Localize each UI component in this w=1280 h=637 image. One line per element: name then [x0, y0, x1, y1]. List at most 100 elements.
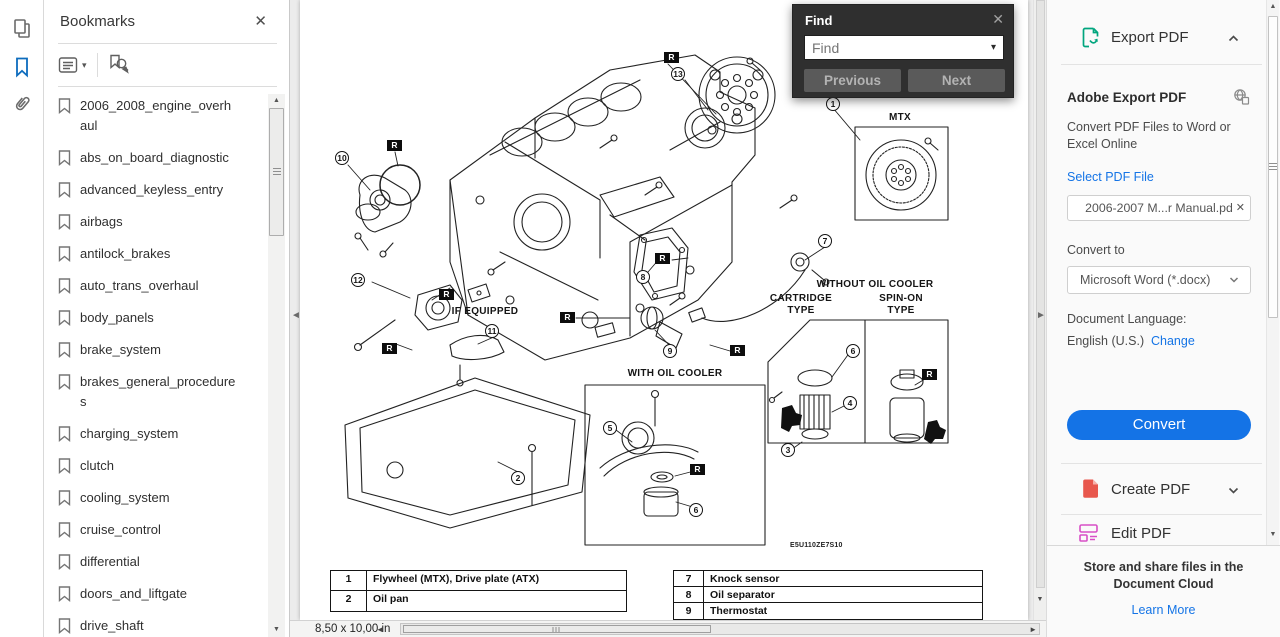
bookmark-item[interactable]: cruise_control [58, 520, 264, 540]
bookmark-list: 2006_2008_engine_overhaul abs_on_board_d… [58, 96, 264, 637]
bookmark-label: advanced_keyless_entry [80, 182, 224, 197]
bookmarks-scroll-down-arrow[interactable]: ▼ [273, 626, 280, 633]
tools-scrollbar-thumb[interactable] [1268, 16, 1278, 318]
select-pdf-file-link[interactable]: Select PDF File [1067, 170, 1154, 184]
bookmarks-panel-title: Bookmarks [60, 13, 136, 30]
collapse-chevron-icon[interactable] [1227, 32, 1241, 46]
online-service-icon [1233, 88, 1250, 105]
bookmark-icon [58, 180, 72, 200]
pdf-page [300, 0, 1028, 620]
r-marker: R [922, 369, 937, 380]
format-dropdown[interactable]: Microsoft Word (*.docx) [1067, 266, 1251, 294]
selected-file-chip[interactable]: 2006-2007 M...r Manual.pd ✕ [1067, 195, 1251, 221]
bookmarks-panel-icon[interactable] [11, 56, 33, 78]
bookmark-item[interactable]: doors_and_liftgate [58, 584, 264, 604]
find-dialog: Find ✕ ▾ Previous Next [792, 4, 1014, 98]
bookmark-icon [58, 372, 72, 412]
divider [58, 43, 277, 44]
scroll-right-arrow[interactable]: ► [1029, 625, 1037, 634]
edit-pdf-tool[interactable]: Edit PDF [1111, 525, 1172, 542]
bookmarks-scrollbar-thumb[interactable] [269, 108, 284, 236]
find-current-bookmark-button[interactable] [108, 54, 130, 76]
bookmarks-panel: Bookmarks ✕ ▾ [44, 0, 290, 637]
bookmark-icon [58, 276, 72, 296]
bookmark-item[interactable]: body_panels [58, 308, 264, 328]
bookmarks-toolbar: ▾ [58, 49, 130, 81]
page-thumbnails-icon[interactable] [11, 18, 33, 40]
bookmark-icon [58, 244, 72, 264]
bookmark-item[interactable]: airbags [58, 212, 264, 232]
parts-table-row: 1 Flywheel (MTX), Drive plate (ATX) [331, 571, 626, 591]
part-callout: 3 [781, 443, 795, 457]
bookmark-icon [58, 488, 72, 508]
bookmark-item[interactable]: clutch [58, 456, 264, 476]
edit-pdf-icon [1078, 522, 1100, 543]
export-pdf-tool[interactable]: Export PDF [1111, 29, 1189, 46]
part-name-cell: Flywheel (MTX), Drive plate (ATX) [373, 573, 540, 585]
bookmark-item[interactable]: charging_system [58, 424, 264, 444]
tools-scroll-down-arrow[interactable]: ▼ [1269, 531, 1277, 538]
part-name-cell: Oil pan [373, 593, 409, 605]
find-next-button[interactable]: Next [908, 69, 1005, 92]
create-pdf-tool[interactable]: Create PDF [1111, 481, 1191, 498]
divider [58, 86, 277, 87]
bookmark-item[interactable]: differential [58, 552, 264, 572]
document-scrollbar-thumb[interactable] [1036, 0, 1045, 588]
bookmark-item[interactable]: 2006_2008_engine_overhaul [58, 96, 264, 136]
horizontal-scrollbar-thumb[interactable] [403, 625, 711, 633]
tools-scroll-up-arrow[interactable]: ▲ [1269, 3, 1277, 10]
document-scroll-down-arrow[interactable]: ▼ [1036, 596, 1044, 603]
bookmark-label: drive_shaft [80, 618, 144, 633]
bookmark-icon [58, 212, 72, 232]
adobe-export-pdf-heading: Adobe Export PDF [1067, 90, 1187, 105]
r-marker: R [730, 345, 745, 356]
bookmark-item[interactable]: auto_trans_overhaul [58, 276, 264, 296]
bookmark-item[interactable]: antilock_brakes [58, 244, 264, 264]
parts-table-row: 8 Oil separator [674, 587, 982, 603]
bookmark-label: brake_system [80, 342, 161, 357]
next-page-arrow[interactable]: ► [1036, 310, 1046, 321]
bookmark-item[interactable]: advanced_keyless_entry [58, 180, 264, 200]
status-bar: 8,50 x 10,00 in ◄ ► [290, 620, 1046, 637]
bookmark-icon [58, 148, 72, 168]
horizontal-scrollbar[interactable]: ► [400, 623, 1040, 635]
bookmark-label: abs_on_board_diagnostic [80, 150, 229, 165]
bookmark-item[interactable]: cooling_system [58, 488, 264, 508]
bookmark-label: auto_trans_overhaul [80, 278, 199, 293]
divider [1061, 64, 1262, 65]
part-number-cell: 8 [674, 587, 704, 602]
bookmark-item[interactable]: drive_shaft [58, 616, 264, 636]
part-callout: 6 [846, 344, 860, 358]
document-vertical-scrollbar[interactable]: ▼ [1033, 0, 1046, 620]
parts-table-right: 7 Knock sensor 8 Oil separator 9 Thermos… [673, 570, 983, 620]
previous-page-arrow[interactable]: ◄ [291, 310, 301, 321]
part-callout: 11 [485, 324, 499, 338]
bookmarks-scrollbar[interactable]: ▲ ▼ [268, 94, 285, 637]
bookmark-label: clutch [80, 458, 114, 473]
bookmark-item[interactable]: brakes_general_procedures [58, 372, 264, 412]
bookmark-label: antilock_brakes [80, 246, 171, 261]
bookmark-label: body_panels [80, 310, 154, 325]
convert-button[interactable]: Convert [1067, 410, 1251, 440]
expand-chevron-icon[interactable] [1227, 484, 1241, 498]
part-callout: 10 [335, 151, 349, 165]
find-previous-button[interactable]: Previous [804, 69, 901, 92]
find-input[interactable] [804, 35, 1004, 60]
bookmarks-scroll-up-arrow[interactable]: ▲ [273, 97, 280, 104]
part-name-cell: Knock sensor [710, 573, 780, 585]
document-area: MTX IF EQUIPPED WITHOUT OIL COOLER CARTR… [290, 0, 1046, 637]
tools-panel-scrollbar[interactable]: ▲ ▼ [1266, 0, 1279, 545]
scroll-left-arrow[interactable]: ◄ [376, 625, 384, 634]
bookmarks-close-button[interactable]: ✕ [254, 13, 267, 30]
bookmark-options-button[interactable]: ▾ [58, 56, 87, 75]
find-close-button[interactable]: ✕ [992, 11, 1004, 27]
bookmark-item[interactable]: brake_system [58, 340, 264, 360]
change-language-link[interactable]: Change [1151, 334, 1195, 348]
attachments-icon[interactable] [11, 92, 33, 114]
learn-more-link[interactable]: Learn More [1131, 603, 1196, 617]
navigation-pane-strip [0, 0, 44, 637]
bookmark-item[interactable]: abs_on_board_diagnostic [58, 148, 264, 168]
clear-file-icon[interactable]: ✕ [1235, 202, 1245, 214]
tools-panel: Export PDF Adobe Export PDF Convert PDF … [1046, 0, 1280, 637]
